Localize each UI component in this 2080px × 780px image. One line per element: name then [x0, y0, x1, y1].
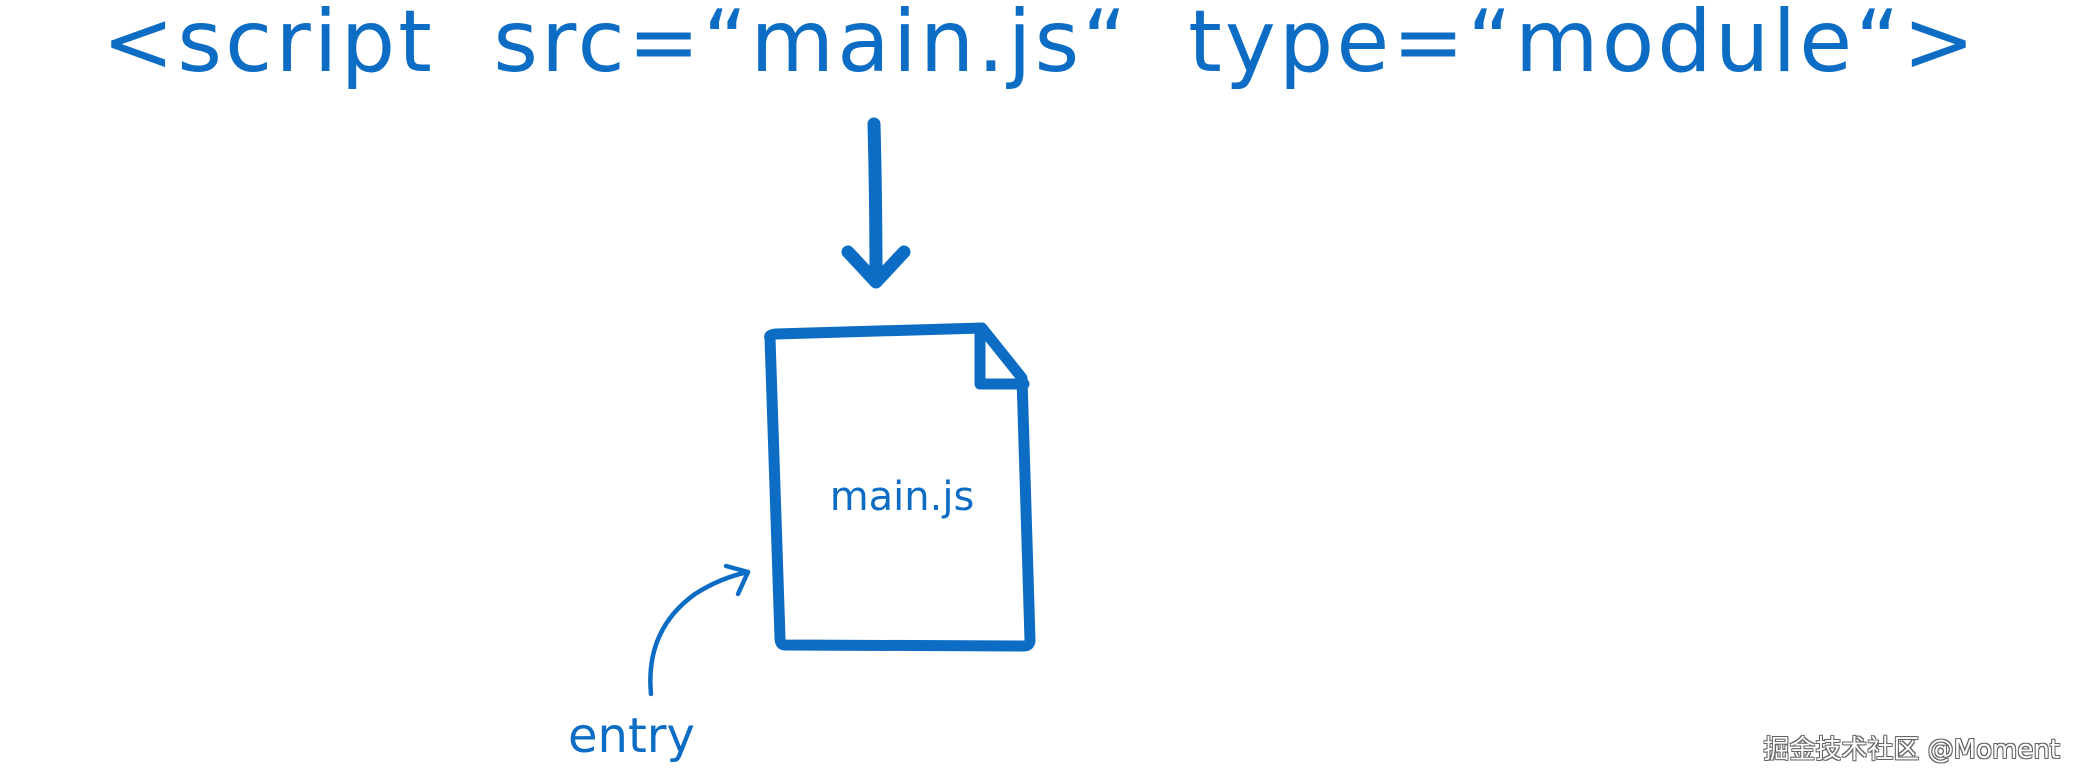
entry-label: entry: [568, 708, 695, 764]
script-tag-code: <script src=“main.js“ type=“module“>: [102, 0, 1978, 92]
document-icon: [764, 322, 1036, 652]
file-name-label: main.js: [830, 474, 975, 520]
curved-arrow-icon: [648, 563, 751, 697]
arrow-down-icon: [841, 117, 911, 289]
watermark: 掘金技术社区 @Moment: [1763, 735, 2060, 765]
